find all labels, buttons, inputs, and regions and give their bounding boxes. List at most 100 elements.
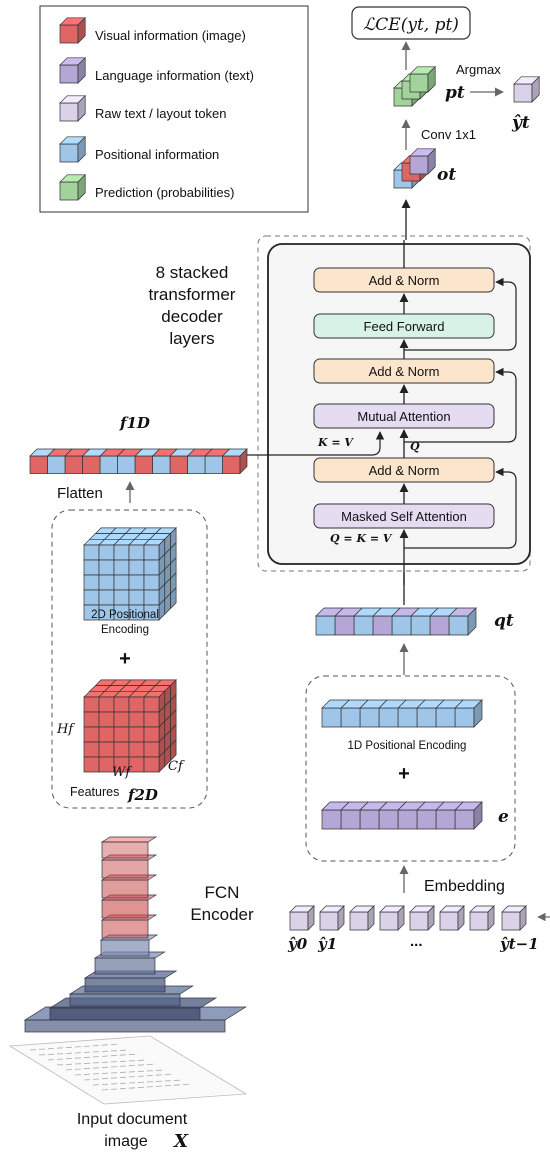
grid-front-cell — [83, 741, 100, 758]
grid-front-cell — [113, 544, 130, 561]
grid-front-cell — [143, 544, 160, 561]
legend-label-raw: Raw text / layout token — [95, 106, 227, 121]
input-label-line1: Input document — [77, 1111, 188, 1128]
fcn-label-line2: Encoder — [190, 905, 254, 924]
cube-side — [77, 135, 86, 163]
row-cell-front — [82, 455, 101, 474]
pt-label: pt — [445, 83, 465, 103]
feed-forward-label: Feed Forward — [364, 319, 445, 334]
row-cell-front — [340, 809, 361, 830]
row-end-side — [239, 448, 248, 475]
cube-icon — [59, 135, 87, 163]
cube-side — [397, 905, 405, 931]
feature-dashed-box — [51, 509, 208, 809]
cube-front — [409, 73, 429, 93]
grid-front-cell — [83, 574, 100, 591]
e-label: e — [498, 807, 509, 827]
row-cell-front — [435, 809, 456, 830]
cube-front — [409, 911, 429, 931]
stack-label-line1: 8 stacked — [156, 263, 229, 282]
document-line — [101, 1083, 193, 1091]
cube-front — [319, 911, 339, 931]
row-cell-top — [321, 699, 350, 709]
cube-side — [427, 147, 436, 175]
row-cell-top — [315, 607, 344, 617]
row-cell-front — [99, 455, 118, 474]
row-cell-front — [454, 809, 475, 830]
fcn-slab-front — [101, 879, 149, 899]
grid-front-cell — [113, 741, 130, 758]
legend-item-visual: Visual information (image) — [59, 16, 246, 44]
cube-icon — [59, 56, 87, 84]
grid-front-cell — [128, 559, 145, 576]
prediction-cubes — [393, 65, 437, 107]
fcn-slab-front — [101, 919, 149, 939]
grid-front-cell — [128, 574, 145, 591]
add-norm-top-label: Add & Norm — [369, 273, 440, 288]
fcn-slab-front — [84, 977, 166, 993]
cube-side — [531, 75, 540, 103]
encoder-side: f1D Flatten 2D Positional Encoding + Hf … — [8, 414, 254, 1152]
fcn-slab-top — [100, 836, 158, 843]
cube-side — [427, 905, 435, 931]
kv-label: K = V — [317, 436, 354, 449]
grid-front-cell — [83, 756, 100, 773]
cube-front — [59, 102, 79, 122]
row-cell-front — [391, 615, 412, 636]
cube-front — [439, 911, 459, 931]
stack-label-line3: decoder — [161, 307, 223, 326]
conv-label: Conv 1x1 — [421, 127, 476, 142]
cube-icon — [409, 65, 437, 93]
legend-item-raw: Raw text / layout token — [59, 94, 227, 122]
cube-side — [427, 65, 436, 93]
cube-icon — [59, 94, 87, 122]
legend-item-language: Language information (text) — [59, 56, 254, 84]
stack-label-line4: layers — [169, 329, 214, 348]
legend-label-prediction: Prediction (probabilities) — [95, 185, 234, 200]
row-cell-front — [372, 615, 393, 636]
row-cell-front — [187, 455, 206, 474]
input-label-line2: image — [104, 1133, 148, 1150]
fcn-slab-front — [101, 899, 149, 919]
cube-front — [349, 911, 369, 931]
grid-front-cell — [113, 696, 130, 713]
grid-front-cell — [128, 756, 145, 773]
row-cell-front — [47, 455, 66, 474]
wf-label: Wf — [112, 765, 132, 780]
fcn-slab-front — [24, 1019, 226, 1033]
fcn-slab-front — [94, 957, 156, 975]
row-cell-front — [29, 455, 48, 474]
row-cell-front — [117, 455, 136, 474]
cube-icon — [513, 75, 541, 103]
document-line — [83, 1073, 175, 1081]
f2d-label: f2D — [127, 786, 158, 804]
grid-front-cell — [143, 559, 160, 576]
grid-front-cell — [143, 741, 160, 758]
qt-row — [315, 607, 477, 636]
cube-side — [77, 56, 86, 84]
row-cell-front — [204, 455, 223, 474]
grid-front-cell — [143, 574, 160, 591]
document-page — [8, 1035, 248, 1105]
plus-1d: + — [398, 763, 410, 785]
document-line — [74, 1069, 166, 1076]
row-cell-front — [340, 707, 361, 728]
yhat-t-label: ŷt — [511, 113, 530, 133]
grid-front-cell — [113, 726, 130, 743]
output-section: ℒCE(yt, pt) Argmax pt ŷt Conv 1x1 ot — [351, 6, 541, 240]
row-cell-front — [378, 809, 399, 830]
grid-front-cell — [83, 559, 100, 576]
grid-front-cell — [128, 589, 145, 606]
row-cell-top — [29, 448, 56, 457]
ot-cubes — [393, 147, 437, 189]
grid-front-cell — [98, 726, 115, 743]
loss-box — [351, 6, 471, 40]
feature-cube — [83, 679, 177, 773]
grid-front-cell — [98, 711, 115, 728]
cf-label: Cf — [168, 759, 185, 774]
cube-front — [379, 911, 399, 931]
legend: Visual information (image) Language info… — [39, 5, 309, 213]
document-line — [56, 1059, 148, 1066]
argmax-label: Argmax — [456, 62, 501, 77]
fcn-slab-front — [101, 859, 149, 879]
